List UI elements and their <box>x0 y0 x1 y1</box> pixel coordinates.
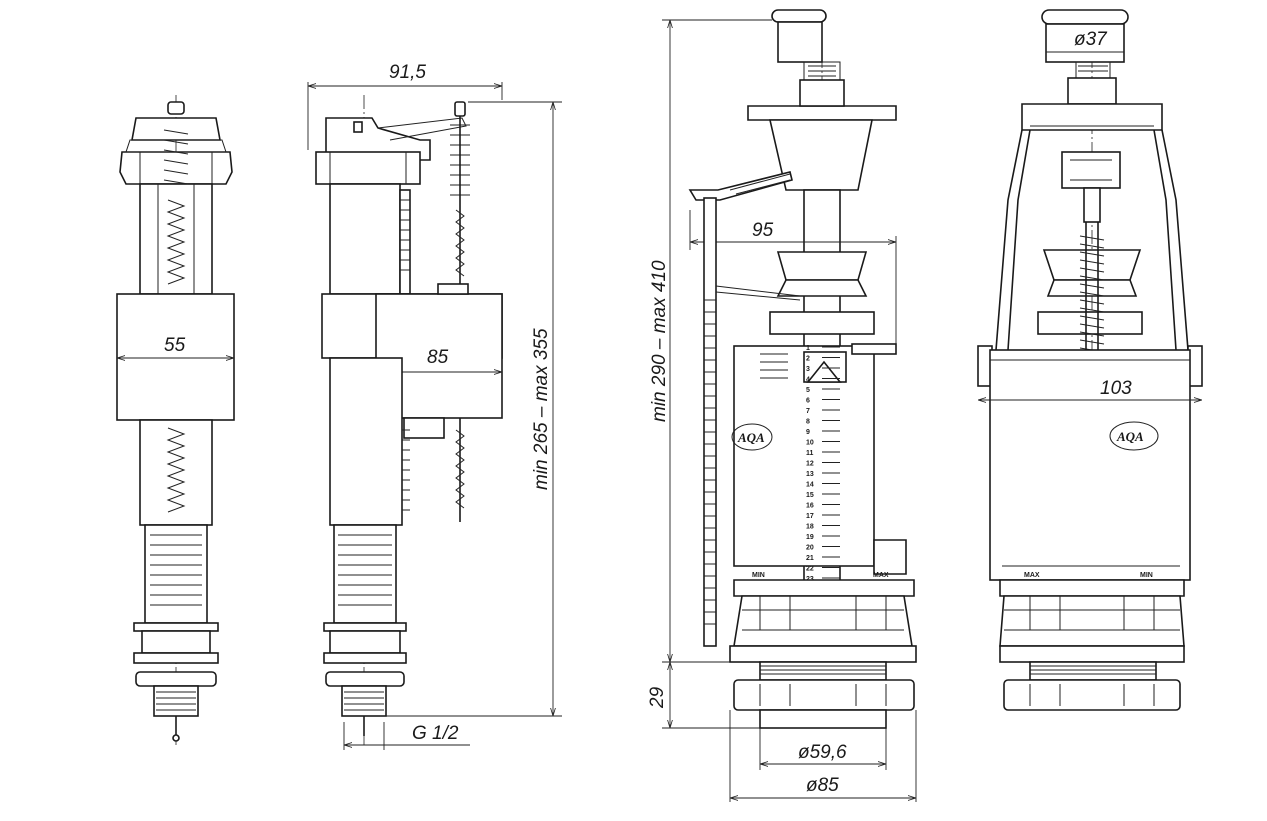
scale-mark: 1 <box>806 345 810 352</box>
scale-mark: 6 <box>806 398 810 405</box>
dim-95: 95 <box>752 220 774 241</box>
label-max-right: MAX <box>1024 572 1040 579</box>
fill-valve-side-view: 85 91,5 G 1/2 min 265 – max 355 <box>307 62 562 750</box>
scale-mark: 8 <box>806 419 810 426</box>
scale-mark: 2 <box>806 356 810 363</box>
flush-valve-front-view: ø37 103 AQA MAX <box>977 9 1203 711</box>
scale-mark: 10 <box>806 440 814 447</box>
label-min-right: MIN <box>1140 572 1153 579</box>
brand-logo-left: AQA <box>737 430 765 445</box>
scale-mark: 21 <box>806 555 814 562</box>
scale-mark: 20 <box>806 545 814 552</box>
scale-mark: 5 <box>806 387 810 394</box>
dim-103: 103 <box>1100 378 1132 399</box>
scale-mark: 22 <box>806 566 814 573</box>
scale-mark: 9 <box>806 429 810 436</box>
scale-mark: 17 <box>806 513 814 520</box>
dim-g-1-2: G 1/2 <box>412 723 459 744</box>
scale-mark: 12 <box>806 461 814 468</box>
label-min-left: MIN <box>752 572 765 579</box>
flush-valve-side-view: 95 AQA 123456789101112131415161718192021… <box>647 9 917 802</box>
dim-91-5: 91,5 <box>389 62 426 83</box>
scale-mark: 19 <box>806 534 814 541</box>
scale-mark: 18 <box>806 524 814 531</box>
label-max-left: MAX <box>873 572 889 579</box>
dim-min-max-355: min 265 – max 355 <box>531 328 552 490</box>
scale-mark: 15 <box>806 492 814 499</box>
scale-mark: 11 <box>806 450 814 457</box>
scale-mark: 7 <box>806 408 810 415</box>
dim-29: 29 <box>647 686 668 709</box>
fill-valve-front-view: 55 <box>116 95 235 745</box>
scale-mark: 14 <box>806 482 814 489</box>
dim-55: 55 <box>164 335 186 356</box>
scale-mark: 4 <box>806 377 810 384</box>
dim-85-float: 85 <box>427 347 449 368</box>
dim-dia-85: ø85 <box>806 775 839 796</box>
scale-mark: 16 <box>806 503 814 510</box>
scale-mark: 3 <box>806 366 810 373</box>
scale-mark: 13 <box>806 471 814 478</box>
brand-logo-right: AQA <box>1116 429 1144 444</box>
dim-min-max-410: min 290 – max 410 <box>649 260 670 422</box>
dim-dia-37: ø37 <box>1074 29 1108 50</box>
dim-dia-59-6: ø59,6 <box>798 742 847 763</box>
